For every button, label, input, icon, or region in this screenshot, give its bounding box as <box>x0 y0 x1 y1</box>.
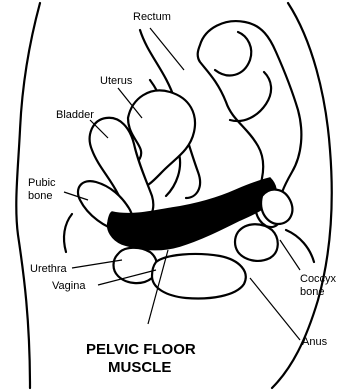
pubic-bone-hook <box>64 214 72 252</box>
label-anus: Anus <box>302 336 328 348</box>
label-uterus: Uterus <box>100 75 133 87</box>
perineum-tissue <box>152 254 246 298</box>
coccyx-lower <box>286 230 314 262</box>
label-rectum: Rectum <box>133 11 171 23</box>
title-line2: MUSCLE <box>108 359 171 376</box>
rectum-leader <box>150 28 184 70</box>
label-bladder: Bladder <box>56 109 94 121</box>
anus-tissue <box>235 224 278 261</box>
title-line1: PELVIC FLOOR <box>86 341 196 358</box>
label-coccyx-line2: bone <box>300 286 324 298</box>
coccyx-bone-shape <box>261 190 292 224</box>
label-coccyx-line1: Coccyx <box>300 273 337 285</box>
label-vagina: Vagina <box>52 280 86 292</box>
anus-leader <box>250 278 300 340</box>
label-pubic-bone-line2: bone <box>28 190 52 202</box>
urethra-tissue <box>114 248 158 283</box>
label-pubic-bone-line1: Pubic <box>28 177 56 189</box>
coccyx-leader <box>280 240 300 270</box>
label-urethra: Urethra <box>30 263 68 275</box>
